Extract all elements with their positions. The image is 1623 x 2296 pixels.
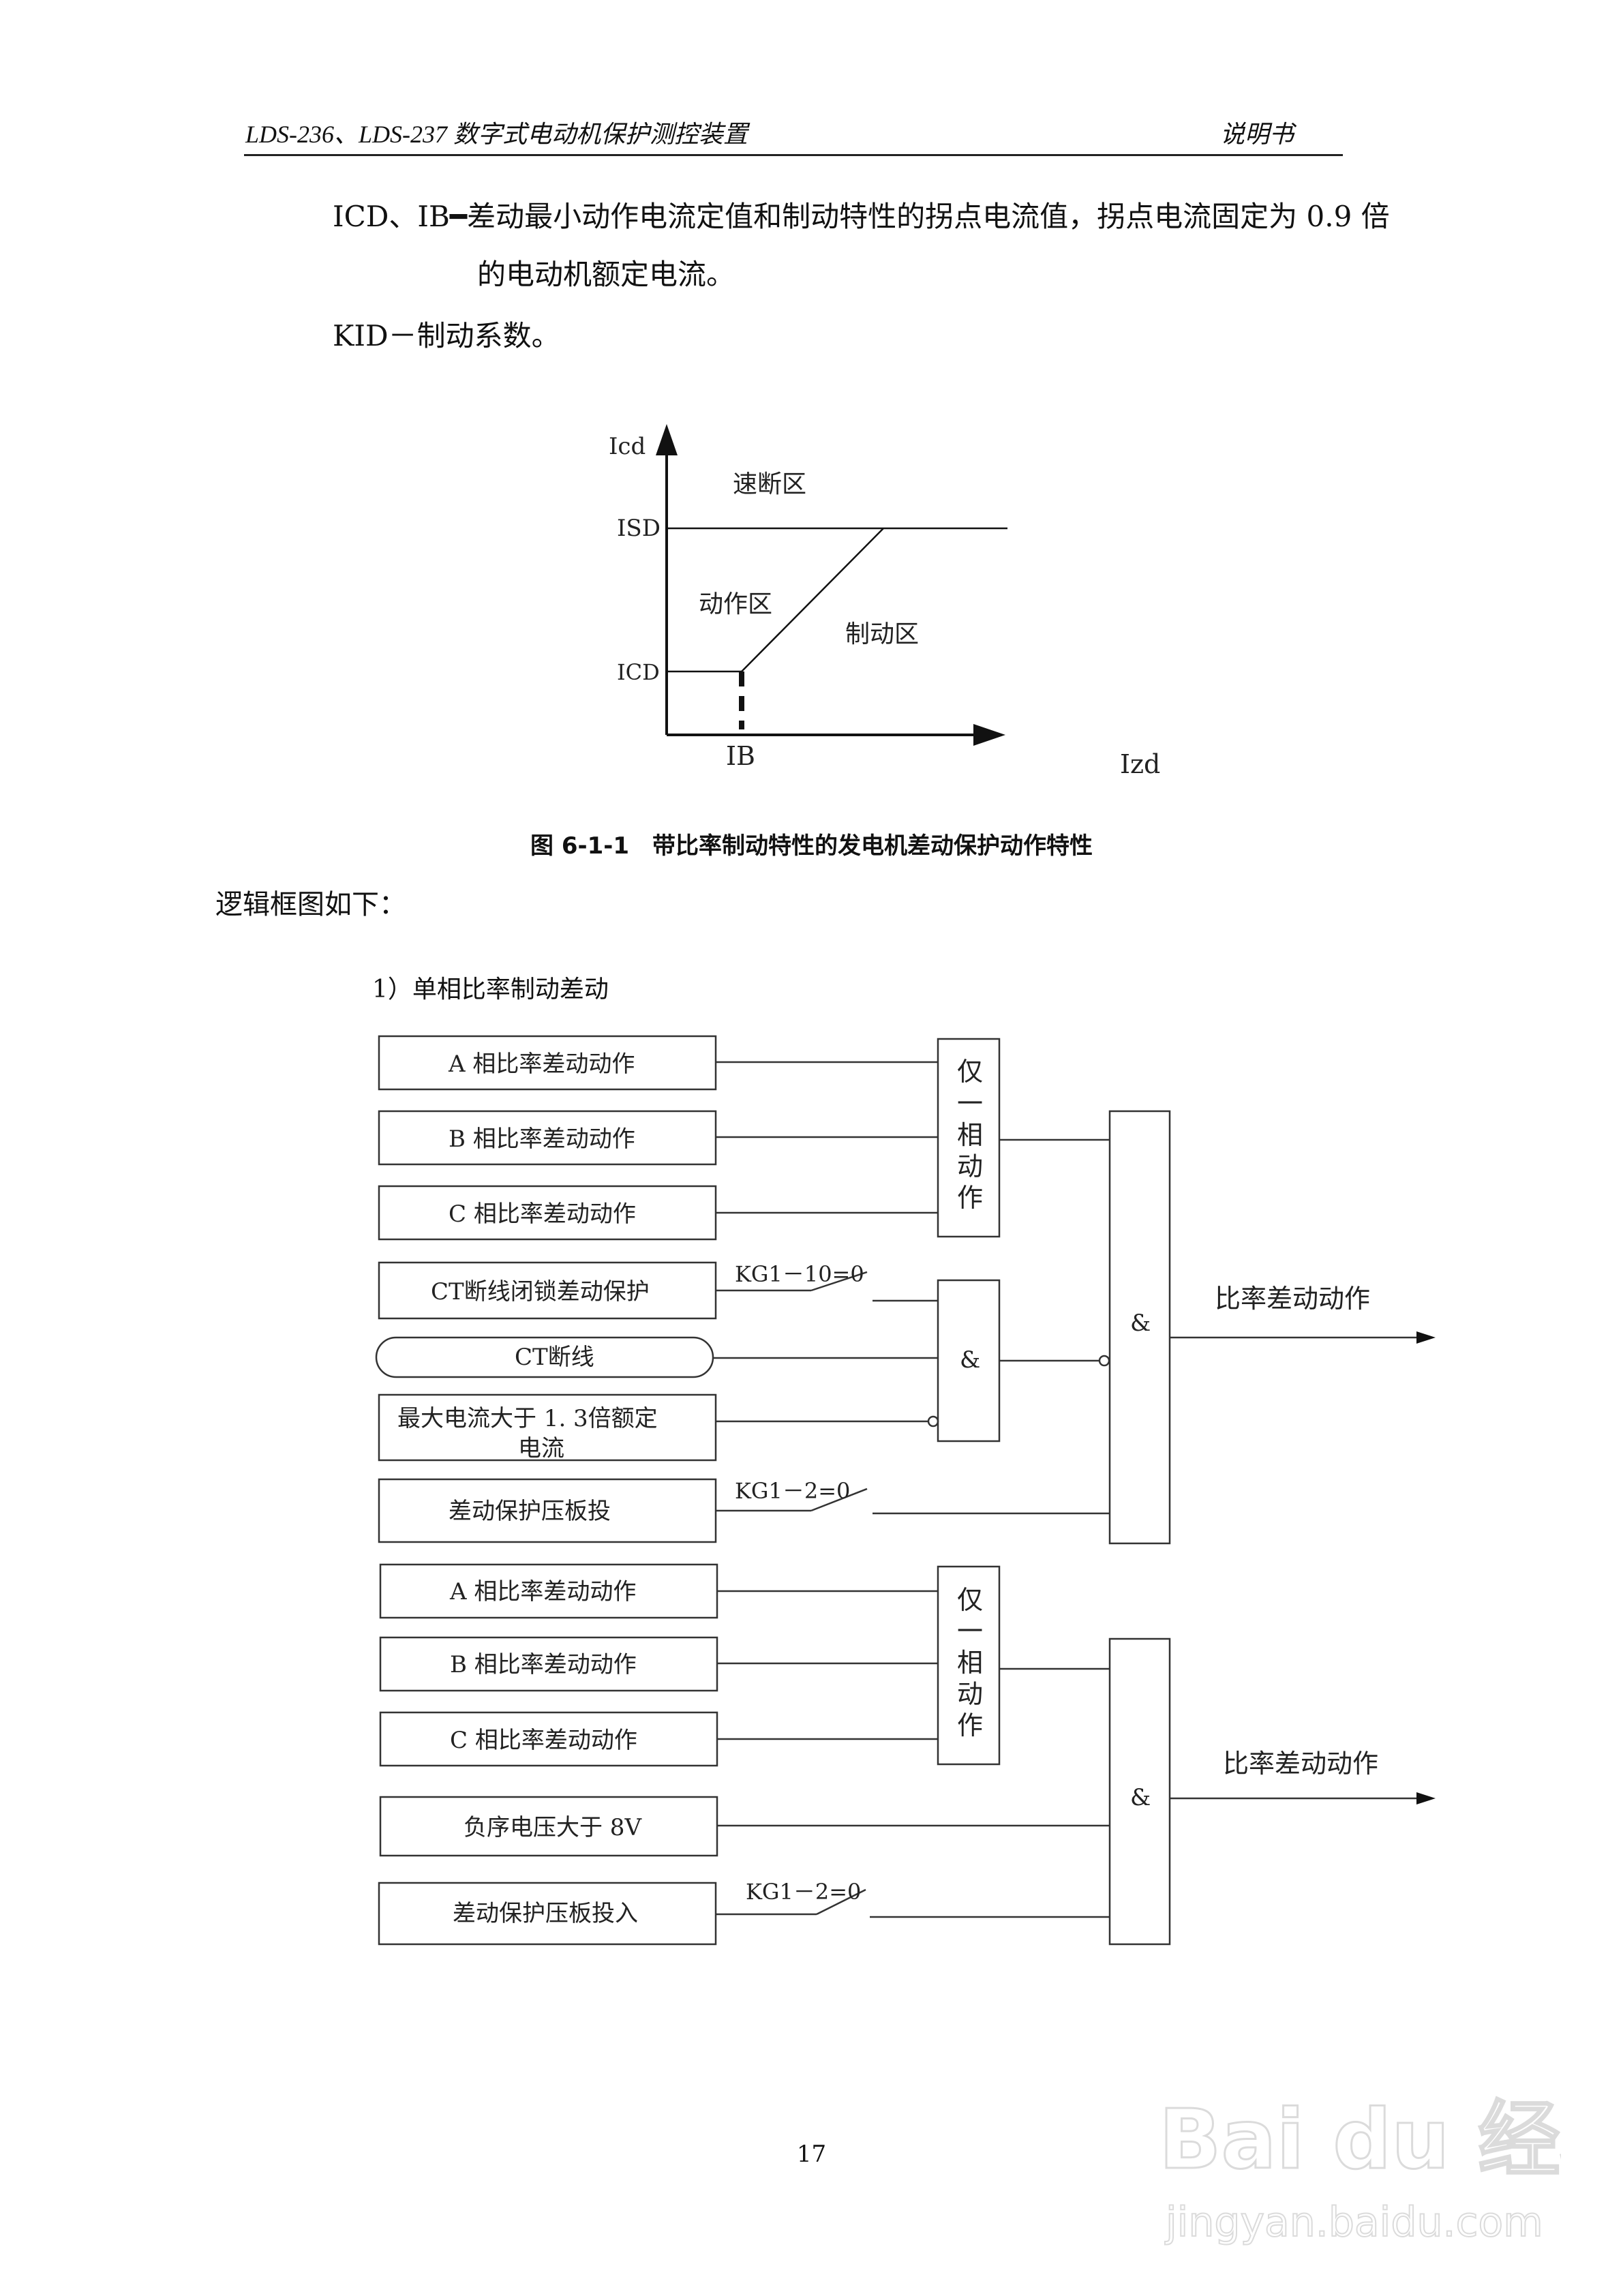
icd-label: ICD [617, 659, 660, 685]
section-title: 1）单相比率制动差动 [372, 976, 609, 1003]
zone-quick-break: 速断区 [733, 470, 806, 498]
zone-operate: 动作区 [699, 590, 772, 618]
watermark-brand: Bai du 经验 [1159, 2093, 1561, 2188]
ct-block-text: CT断线闭锁差动保护 [431, 1278, 650, 1305]
watermark-url: jingyan.baidu.com [1164, 2199, 1543, 2246]
plate-1-text: 差动保护压板投 [449, 1498, 611, 1525]
only-one-2-char-5: 作 [957, 1710, 983, 1740]
and-gate-ct-label: & [960, 1346, 980, 1374]
output-1-text: 比率差动动作 [1215, 1284, 1370, 1314]
definition-icd-ib: ICD、IB━差动最小动作电流定值和制动特性的拐点电流值，拐点电流固定为 0.9… [333, 200, 1390, 233]
only-one-2-char-3: 相 [957, 1648, 983, 1678]
and-gate-main-1 [1108, 1110, 1171, 1545]
ct-break-text: CT断线 [515, 1344, 594, 1371]
header-divider [244, 154, 1343, 156]
isd-label: ISD [617, 515, 661, 542]
plate-2-text: 差动保护压板投入 [453, 1900, 638, 1927]
only-one-2-char-2: 一 [957, 1616, 983, 1646]
max-current-text-1: 最大电流大于 1. 3倍额定 [397, 1405, 658, 1432]
x-axis-arrow [973, 724, 1005, 746]
zone-restraint: 制动区 [845, 620, 919, 648]
input-a-2-text: A 相比率差动动作 [449, 1578, 636, 1605]
only-one-phase-gate-1 [937, 1038, 1001, 1238]
only-one-2-char-1: 仅 [957, 1585, 983, 1615]
switch-kg1-10 [810, 1271, 868, 1292]
only-one-2-char-4: 动 [957, 1679, 983, 1709]
and-gate-main-1-label: & [1130, 1310, 1151, 1337]
and-gate-main-2 [1108, 1637, 1171, 1946]
switch-kg1-2-a-label: KG1－2=0 [735, 1478, 850, 1504]
logic-diagram-1: A 相比率差动动作 B 相比率差动动作 C 相比率差动动作 CT断线闭锁差动保护… [375, 1035, 1436, 1545]
neg-seq-text: 负序电压大于 8V [464, 1814, 642, 1841]
only-one-phase-gate-2 [937, 1565, 1001, 1766]
ib-label: IB [726, 741, 755, 771]
input-box-max-current [378, 1393, 717, 1462]
header-doc-type: 说明书 [1220, 121, 1294, 148]
definition-icd-ib-cont: 的电动机额定电流。 [477, 258, 735, 291]
and-gate-main-2-label: & [1130, 1784, 1151, 1811]
definition-kid: KID－制动系数。 [333, 319, 560, 352]
page-number: 17 [796, 2141, 827, 2168]
only-one-char-4: 动 [957, 1151, 983, 1181]
logic-intro: 逻辑框图如下： [215, 889, 406, 920]
only-one-char-2: 一 [957, 1089, 983, 1119]
y-axis-label: Icd [609, 433, 646, 460]
only-one-char-5: 作 [957, 1183, 983, 1213]
logic-diagram-2: A 相比率差动动作 B 相比率差动动作 C 相比率差动动作 负序电压大于 8V … [378, 1563, 1436, 1946]
switch-kg1-10-label: KG1－10=0 [735, 1261, 864, 1287]
only-one-char-3: 相 [957, 1120, 983, 1150]
output-arrow-2 [1416, 1792, 1436, 1804]
input-b-1-text: B 相比率差动动作 [449, 1126, 635, 1153]
input-a-1-text: A 相比率差动动作 [448, 1051, 635, 1078]
input-c-1-text: C 相比率差动动作 [449, 1200, 636, 1228]
input-c-2-text: C 相比率差动动作 [450, 1727, 637, 1754]
x-axis-label: Izd [1120, 749, 1160, 779]
input-b-2-text: B 相比率差动动作 [450, 1651, 637, 1678]
restraint-slope [741, 528, 884, 672]
switch-kg1-2-b-label: KG1－2=0 [746, 1879, 861, 1905]
y-axis-arrow [656, 424, 678, 455]
output-2-text: 比率差动动作 [1223, 1749, 1378, 1779]
max-current-text-2: 电流 [518, 1435, 564, 1462]
only-one-char-1: 仅 [957, 1057, 983, 1087]
switch-kg1-2-a [810, 1487, 868, 1512]
switch-kg1-2-b [816, 1888, 866, 1916]
output-arrow-1 [1416, 1331, 1436, 1344]
header-title: LDS-236、LDS-237 数字式电动机保护测控装置 [245, 121, 748, 148]
baidu-watermark: Bai du 经验 jingyan.baidu.com [1158, 2092, 1562, 2248]
figure-caption: 图 6-1-1 带比率制动特性的发电机差动保护动作特性 [530, 832, 1093, 860]
